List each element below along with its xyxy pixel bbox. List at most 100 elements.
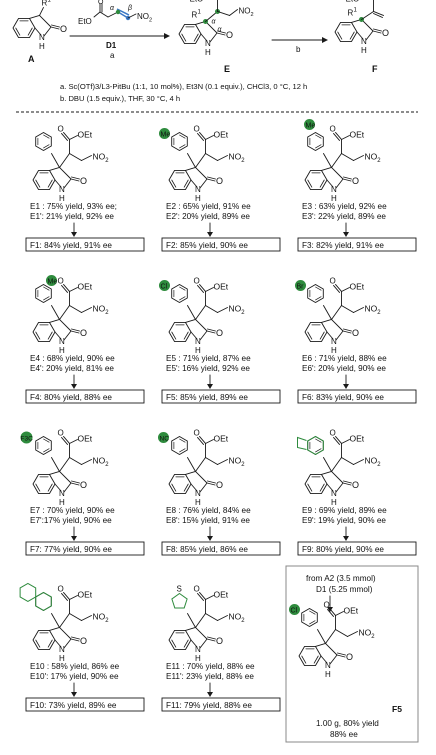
bond: [335, 132, 342, 140]
bond: [321, 319, 332, 323]
bond: [205, 287, 214, 292]
header-scheme: ONHR1AEtOOαβNO2D1aONHOEtONO2R1ααEbONHEtO…: [12, 0, 389, 74]
entry-1: E1 : 75% yield, 93% ee;E1': 21% yield, 9…: [25, 202, 145, 252]
e-yield-text: E6 : 71% yield, 88% ee: [302, 354, 387, 363]
bond: [59, 319, 72, 332]
bond: [207, 480, 216, 484]
bond: [171, 483, 177, 492]
nitrogen: N: [331, 489, 337, 498]
carbonyl-oxygen: O: [352, 480, 359, 490]
ester-oxygen: O: [324, 600, 330, 609]
carbonyl-oxygen: O: [352, 176, 359, 186]
nitrogen: N: [59, 185, 65, 194]
hydrogen: H: [195, 654, 201, 663]
benzo-ring: [298, 646, 322, 666]
bond: [342, 330, 352, 334]
ester-oxygen: O: [194, 428, 200, 437]
bond: [315, 438, 322, 443]
f-result-box: [161, 389, 281, 404]
bond: [199, 132, 206, 140]
bond: [331, 153, 342, 168]
nitrogen: N: [59, 337, 65, 346]
bond: [331, 319, 344, 332]
cyano-dot: [158, 431, 169, 443]
bond: [217, 155, 228, 161]
hydrogen: H: [361, 46, 367, 55]
benzo-ring: [304, 170, 328, 190]
bond: [69, 457, 82, 465]
f-result-box: [161, 541, 281, 556]
nitrogen: N: [205, 39, 211, 48]
e-yield-text: E5 : 71% yield, 87% ee: [166, 354, 251, 363]
ester-oxygen: O: [58, 124, 64, 133]
bond: [315, 296, 322, 301]
bond: [190, 639, 198, 648]
ethoxy-label: OEt: [350, 433, 365, 443]
arrow-head: [71, 232, 77, 237]
cyano-label: NC: [160, 435, 170, 442]
bond: [190, 483, 198, 492]
bond: [309, 610, 316, 615]
bond: [319, 179, 325, 188]
nitrogen: N: [195, 337, 201, 346]
bond: [43, 438, 50, 443]
nitro-label: NO2: [93, 303, 109, 316]
benzo-ring: [334, 22, 358, 42]
e-prime-yield-text: E3': 22% yield, 89% ee: [302, 212, 386, 221]
e-yield-text: E4 : 68% yield, 90% ee: [30, 354, 115, 363]
hydrogen: H: [59, 346, 65, 355]
aryl-ring: [35, 436, 52, 455]
bond: [63, 638, 72, 649]
bond: [373, 13, 383, 18]
bond: [207, 328, 216, 332]
carbonyl-oxygen: O: [216, 636, 223, 646]
e-ester-label: EtO: [190, 0, 204, 3]
bond: [315, 643, 326, 647]
bond: [195, 613, 206, 628]
bond: [205, 305, 218, 313]
hydrogen: H: [331, 194, 337, 203]
bond: [206, 178, 216, 182]
alpha-symbol: α: [110, 5, 115, 12]
d1-ester-label: EtO: [78, 17, 92, 26]
bond: [353, 459, 364, 465]
nitro-label: NO2: [229, 611, 245, 624]
f-yield-text: F1: 84% yield, 91% ee: [30, 241, 112, 250]
bond: [183, 331, 189, 340]
bond: [63, 132, 70, 140]
f-result-box: [25, 697, 145, 712]
bond: [47, 639, 53, 648]
bond: [301, 655, 307, 664]
bond: [335, 611, 344, 616]
e-alpha: α: [212, 18, 217, 25]
product-e-label: E: [224, 64, 230, 74]
bond: [195, 167, 208, 180]
bond: [71, 176, 80, 180]
bond: [43, 296, 50, 301]
bond: [61, 593, 68, 601]
naphthyl-ring-green: [19, 582, 37, 603]
bond: [195, 153, 206, 168]
bond: [193, 33, 199, 42]
cf3-dot: [20, 431, 33, 444]
hydrogen: H: [195, 346, 201, 355]
bond: [187, 153, 196, 168]
alpha-dot: [115, 9, 121, 15]
benzo-ring: [32, 630, 56, 650]
e-yield-text: E3 : 63% yield, 92% ee: [302, 202, 387, 211]
bond: [337, 31, 343, 40]
bond: [326, 331, 334, 340]
bond: [49, 471, 60, 475]
carbonyl-oxygen: O: [80, 176, 87, 186]
bond: [49, 627, 60, 631]
product-f-label: F: [372, 64, 378, 74]
e-prime-yield-text: E1': 21% yield, 92% ee: [30, 212, 114, 221]
bond: [199, 178, 208, 189]
bond: [59, 167, 72, 180]
